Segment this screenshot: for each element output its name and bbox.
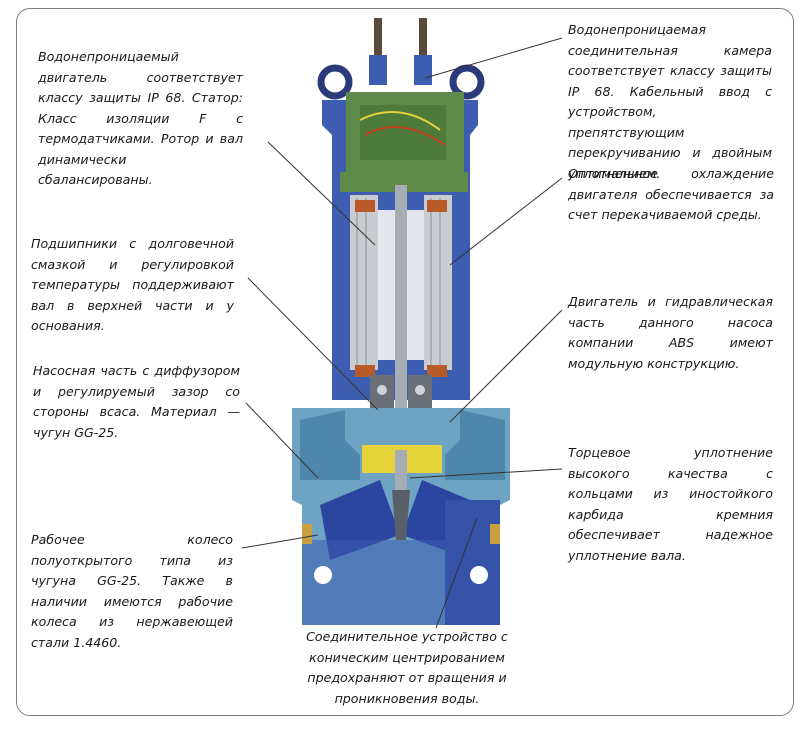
leader-connection-chamber — [424, 37, 563, 79]
leader-seal — [409, 468, 563, 479]
leader-bearings — [247, 277, 379, 411]
leader-modular — [449, 309, 563, 423]
annotation-mechanical-seal: Торцевое уплотнение высокого качества с … — [568, 445, 773, 563]
annotation-impeller: Рабочее колесо полуоткрытого типа из чуг… — [31, 532, 233, 650]
leader-pump-part — [245, 402, 319, 479]
annotation-connection-chamber: Водонепроницаемая соединительная камера … — [568, 22, 772, 181]
annotation-coupling: Соединительное устройство с коническим ц… — [306, 629, 508, 706]
leader-lines — [241, 37, 563, 629]
annotation-motor-ip68: Водонепроницаемый двигатель соответствуе… — [38, 49, 243, 187]
annotation-modular: Двигатель и гидравлическая часть данного… — [568, 294, 773, 371]
cable-entries — [369, 18, 432, 85]
stator — [350, 195, 452, 370]
pump-base — [302, 500, 500, 625]
leader-coupling — [435, 517, 478, 629]
annotation-cooling: Оптимальное охлаждение двигателя обеспеч… — [568, 166, 774, 222]
lifting-eyes — [317, 64, 485, 100]
leader-motor — [267, 141, 376, 246]
annotation-bearings: Подшипники с долговечной смазкой и регул… — [31, 236, 234, 333]
diagram-frame — [16, 8, 794, 716]
leader-cooling — [449, 177, 563, 266]
annotation-pump-part: Насосная часть с диффузором и регулируем… — [33, 363, 240, 440]
leader-impeller — [241, 534, 319, 549]
